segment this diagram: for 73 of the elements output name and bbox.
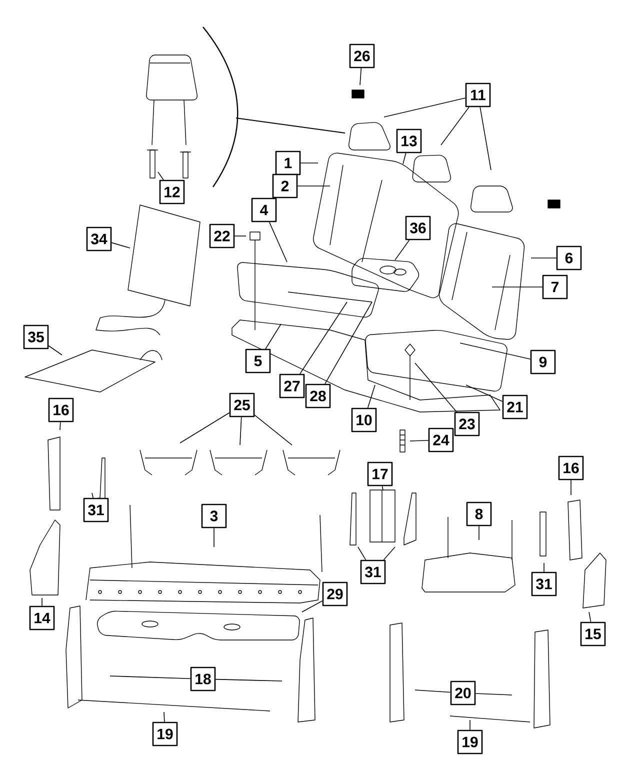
- callout-number: 5: [245, 348, 271, 374]
- callout-number: 2: [272, 174, 298, 198]
- callout-number: 26: [349, 44, 375, 68]
- leader-line: [588, 612, 592, 622]
- leader-line: [475, 693, 512, 696]
- callout-number: 16: [48, 398, 74, 422]
- leader-line: [480, 106, 492, 170]
- callout-number: 27: [279, 374, 305, 398]
- callout-number: 8: [466, 502, 492, 526]
- leader-line: [492, 286, 543, 288]
- leader-line: [460, 342, 531, 360]
- leader-line: [466, 384, 503, 402]
- leader-line: [570, 480, 572, 496]
- callout-number: 17: [367, 462, 393, 486]
- callout-number: 28: [305, 384, 331, 408]
- leader-line: [382, 486, 384, 490]
- leader-line: [265, 324, 282, 350]
- leader-line: [60, 422, 61, 430]
- callout-number: 21: [502, 394, 528, 420]
- leader-line: [478, 526, 480, 540]
- callout-number: 7: [542, 274, 568, 300]
- callout-number: 19: [457, 730, 483, 754]
- leader-line: [164, 712, 165, 722]
- callout-number: 15: [580, 622, 606, 646]
- callout-number: 12: [159, 180, 185, 204]
- callout-number: 31: [83, 498, 109, 522]
- callout-number: 19: [152, 722, 178, 746]
- callout-number: 10: [351, 408, 377, 432]
- callout-number: 22: [209, 224, 235, 248]
- leader-line: [384, 98, 466, 118]
- leader-line: [180, 412, 230, 444]
- leader-line: [215, 678, 282, 682]
- callout-number: 29: [322, 582, 348, 606]
- leader-line: [111, 242, 130, 248]
- callout-number: 24: [428, 428, 454, 452]
- callout-number: 6: [556, 246, 582, 270]
- callout-number: 31: [531, 572, 557, 596]
- callout-number: 16: [558, 456, 584, 480]
- callout-number: 35: [23, 324, 49, 350]
- callout-number: 36: [405, 216, 431, 240]
- leader-line: [360, 68, 362, 86]
- leader-line: [440, 106, 470, 146]
- callout-number: 25: [229, 392, 255, 418]
- leader-line: [302, 600, 323, 612]
- callout-number: 14: [29, 606, 55, 630]
- callout-number: 11: [465, 82, 491, 108]
- leader-line: [268, 222, 288, 262]
- leader-line: [367, 384, 376, 408]
- leader-line: [92, 492, 94, 498]
- leader-line: [358, 546, 366, 560]
- leader-line: [300, 302, 348, 374]
- callout-number: 9: [530, 350, 556, 374]
- callout-number: 31: [360, 560, 386, 584]
- leader-line: [48, 345, 62, 356]
- callout-number: 23: [454, 412, 480, 436]
- leader-line: [240, 416, 242, 446]
- leader-line: [383, 546, 396, 560]
- callout-number: 1: [275, 150, 301, 176]
- leader-line: [158, 172, 164, 180]
- callout-number: 3: [201, 504, 227, 528]
- leader-line: [414, 362, 458, 412]
- leader-line: [300, 162, 318, 164]
- leader-line: [110, 676, 191, 679]
- leader-line: [394, 240, 410, 260]
- leader-line: [410, 440, 429, 442]
- callout-number: 4: [251, 198, 277, 222]
- callout-number: 18: [190, 666, 216, 692]
- leader-line: [402, 152, 406, 164]
- callout-number: 34: [86, 226, 112, 252]
- callout-number: 20: [450, 680, 476, 706]
- leader-line: [254, 414, 292, 446]
- leader-line: [414, 690, 451, 693]
- callout-number: 13: [396, 128, 422, 154]
